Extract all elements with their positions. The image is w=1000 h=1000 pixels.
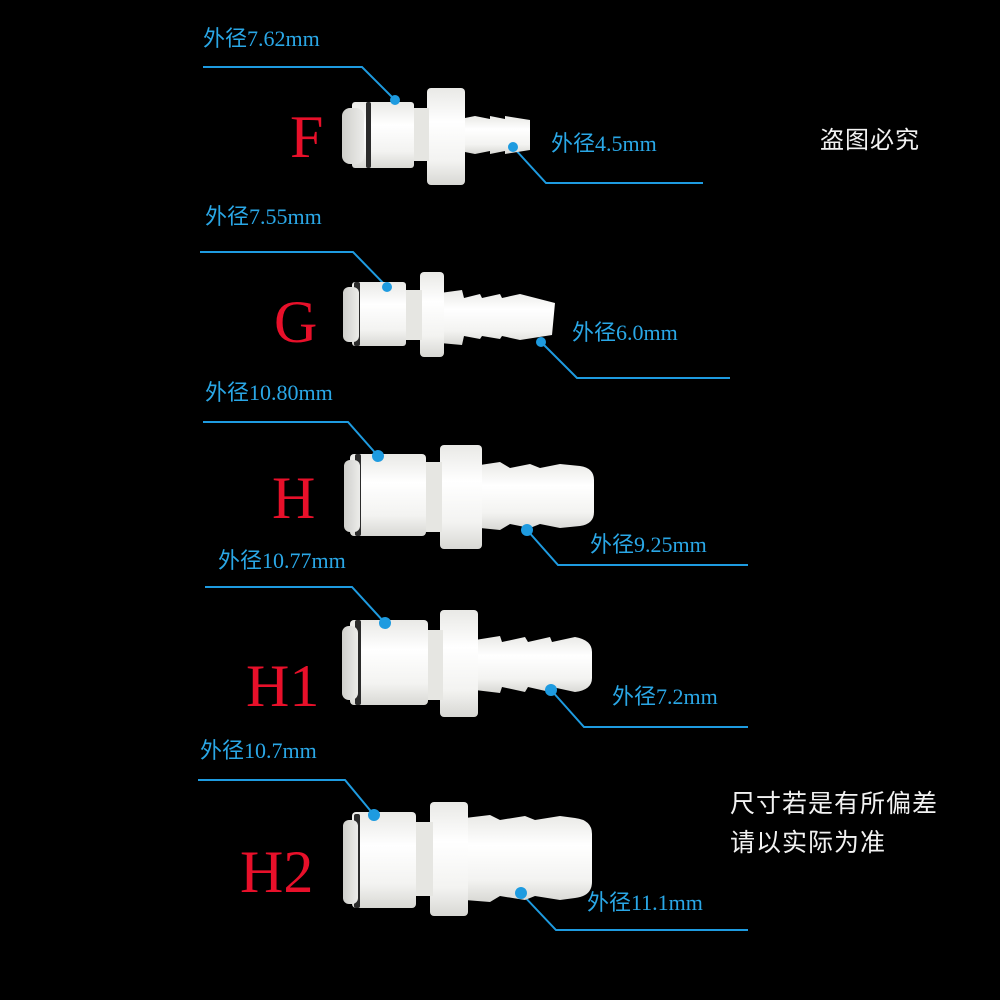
inlet-marker-dot (382, 282, 392, 292)
outlet-marker-dot (536, 337, 546, 347)
inlet-diameter-label: 外径7.62mm (203, 26, 320, 51)
inlet-diameter-label: 外径10.7mm (200, 738, 317, 763)
outlet-leader-line (550, 689, 748, 728)
connector-h1-drawing (205, 586, 748, 728)
outlet-leader-line (526, 529, 748, 566)
inlet-diameter-label: 外径7.55mm (205, 204, 322, 229)
inlet-diameter-label: 外径10.77mm (218, 548, 346, 573)
inlet-marker-dot (390, 95, 400, 105)
inlet-leader-line (200, 251, 388, 288)
disclaimer-line-2: 请以实际为准 (730, 828, 887, 857)
outlet-marker-dot (521, 524, 533, 536)
connector-h-drawing (203, 421, 748, 566)
model-letter: H (272, 465, 316, 531)
model-letter: H1 (246, 653, 320, 719)
outlet-leader-line (520, 892, 748, 931)
outlet-diameter-label: 外径4.5mm (551, 131, 657, 156)
model-letter: H2 (240, 839, 314, 905)
inlet-marker-dot (368, 809, 380, 821)
inlet-leader-line (205, 586, 386, 624)
connector-h2-drawing (198, 779, 748, 931)
connector-g-drawing (200, 251, 730, 379)
inlet-marker-dot (372, 450, 384, 462)
disclaimer-line-1: 尺寸若是有所偏差 (730, 789, 939, 818)
inlet-marker-dot (379, 617, 391, 629)
connector-f-drawing (203, 66, 703, 185)
model-letter: F (290, 104, 324, 170)
model-letter: G (274, 289, 318, 355)
outlet-marker-dot (515, 887, 527, 899)
outlet-diameter-label: 外径11.1mm (587, 890, 703, 915)
outlet-diameter-label: 外径7.2mm (612, 684, 718, 709)
inlet-leader-line (203, 421, 379, 457)
outlet-marker-dot (508, 142, 518, 152)
inlet-leader-line (198, 779, 375, 816)
inlet-leader-line (203, 66, 396, 101)
outlet-leader-line (512, 146, 703, 184)
outlet-leader-line (540, 341, 730, 379)
outlet-diameter-label: 外径9.25mm (590, 532, 707, 557)
inlet-diameter-label: 外径10.80mm (205, 380, 333, 405)
outlet-diameter-label: 外径6.0mm (572, 320, 678, 345)
watermark-text: 盗图必究 (820, 126, 920, 154)
outlet-marker-dot (545, 684, 557, 696)
